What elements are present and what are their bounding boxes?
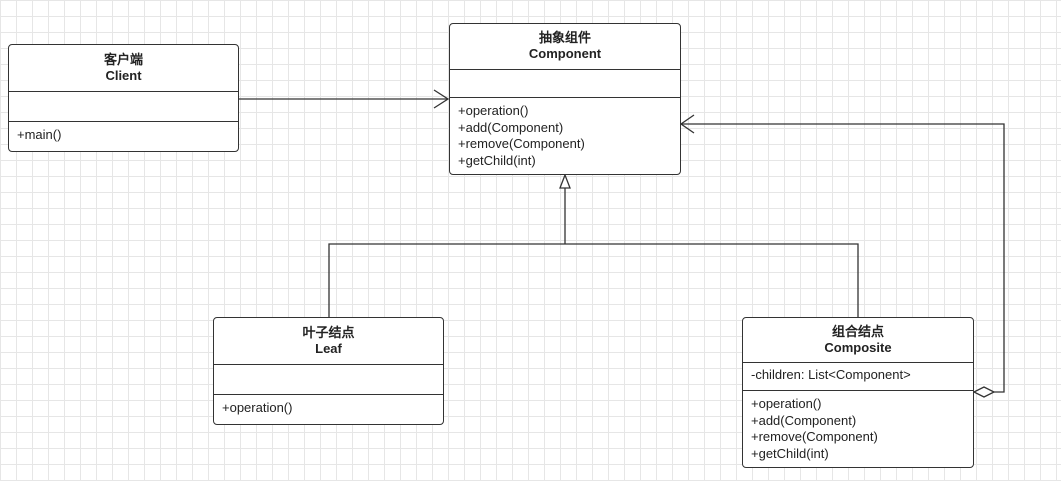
open-arrowhead <box>433 89 450 109</box>
generalization-line-leaf <box>328 243 565 317</box>
operations-section: +operation() +add(Component) +remove(Com… <box>450 98 680 174</box>
aggregation-arrowhead <box>679 114 695 134</box>
operation-item: +main() <box>17 127 62 142</box>
class-header: 抽象组件 Component <box>450 24 680 70</box>
aggregation-line <box>681 123 1005 393</box>
class-cn-name: 叶子结点 <box>302 325 355 340</box>
class-cn-name: 客户端 <box>103 52 143 67</box>
operation-item: +operation() <box>222 400 293 415</box>
attributes-section <box>450 70 680 98</box>
class-en-name: Leaf <box>315 341 342 356</box>
class-composite[interactable]: 组合结点 Composite -children: List<Component… <box>742 317 974 468</box>
class-cn-name: 抽象组件 <box>538 30 591 46</box>
operation-item: +add(Component) <box>458 119 564 135</box>
class-client[interactable]: 客户端 Client +main() <box>8 44 239 152</box>
operations-section: +operation() +add(Component) +remove(Com… <box>743 391 973 467</box>
attribute-item: -children: List<Component> <box>751 366 911 382</box>
operation-item: +getChild(int) <box>751 445 829 461</box>
aggregation-diamond <box>972 386 996 398</box>
class-header: 组合结点 Composite <box>743 318 973 363</box>
operation-item: +getChild(int) <box>458 152 536 168</box>
operations-section: +main() <box>9 122 238 151</box>
class-en-name: Composite <box>824 339 892 355</box>
operation-item: +remove(Component) <box>458 136 585 151</box>
operation-item: +add(Component) <box>751 412 857 428</box>
hollow-triangle-arrowhead <box>559 173 571 189</box>
operation-item: +operation() <box>458 103 529 118</box>
class-header: 叶子结点 Leaf <box>214 318 443 365</box>
class-header: 客户端 Client <box>9 45 238 92</box>
class-cn-name: 组合结点 <box>831 323 884 339</box>
class-component[interactable]: 抽象组件 Component +operation() +add(Compone… <box>449 23 681 175</box>
attributes-section <box>9 92 238 122</box>
class-en-name: Component <box>528 46 602 62</box>
operation-item: +remove(Component) <box>751 429 878 444</box>
operation-item: +operation() <box>751 396 822 411</box>
attributes-section: -children: List<Component> <box>743 363 973 391</box>
attributes-section <box>214 365 443 395</box>
generalization-line-composite <box>565 243 859 317</box>
class-en-name: Client <box>105 68 142 83</box>
operations-section: +operation() <box>214 395 443 424</box>
class-leaf[interactable]: 叶子结点 Leaf +operation() <box>213 317 444 425</box>
